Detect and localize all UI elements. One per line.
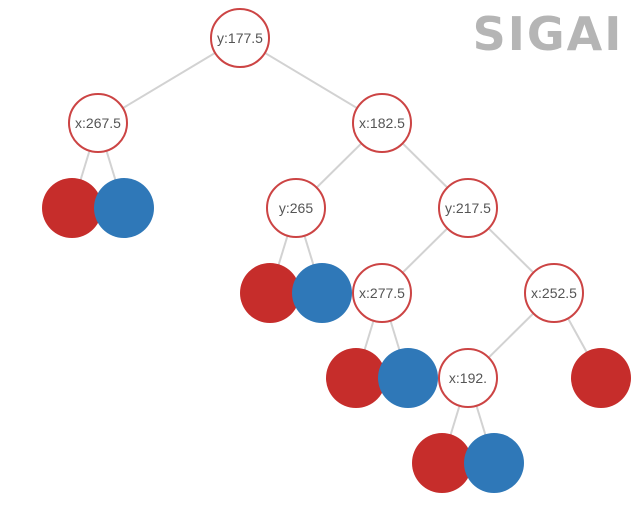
split-condition-label: x:192. <box>449 370 487 386</box>
red-leaf-node <box>42 178 102 238</box>
split-condition-label: x:267.5 <box>75 115 121 131</box>
red-leaf-node <box>571 348 631 408</box>
split-node-circle <box>352 263 412 323</box>
split-node-circle <box>68 93 128 153</box>
split-condition-label: y:177.5 <box>217 30 263 46</box>
red-leaf-node <box>412 433 472 493</box>
split-node: y:265 <box>266 178 326 238</box>
split-node: x:277.5 <box>352 263 412 323</box>
sigai-logo: SIGAI <box>473 7 624 61</box>
split-node: y:177.5 <box>210 8 270 68</box>
split-node: y:217.5 <box>438 178 498 238</box>
blue-leaf-node <box>94 178 154 238</box>
split-condition-label: y:217.5 <box>445 200 491 216</box>
split-node: x:182.5 <box>352 93 412 153</box>
blue-leaf-node <box>464 433 524 493</box>
split-node-circle <box>438 348 498 408</box>
red-leaf-node <box>240 263 300 323</box>
split-node-circle <box>352 93 412 153</box>
split-node-circle <box>210 8 270 68</box>
tree-nodes: y:177.5 x:267.5 x:182.5 y:265 y:217.5 x:277.5… <box>42 8 631 493</box>
red-leaf-node <box>326 348 386 408</box>
blue-leaf-node <box>292 263 352 323</box>
split-node-circle <box>266 178 326 238</box>
split-node: x:192. <box>438 348 498 408</box>
blue-leaf-node <box>378 348 438 408</box>
split-condition-label: x:277.5 <box>359 285 405 301</box>
split-condition-label: x:252.5 <box>531 285 577 301</box>
split-condition-label: y:265 <box>279 200 313 216</box>
split-node: x:252.5 <box>524 263 584 323</box>
split-condition-label: x:182.5 <box>359 115 405 131</box>
split-node: x:267.5 <box>68 93 128 153</box>
split-node-circle <box>438 178 498 238</box>
split-node-circle <box>524 263 584 323</box>
